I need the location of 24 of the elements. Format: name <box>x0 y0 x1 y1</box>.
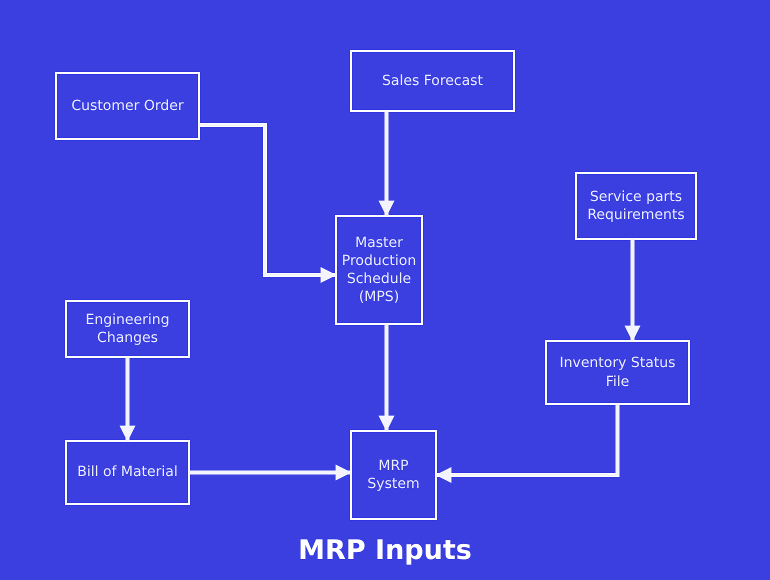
process-box <box>545 340 690 405</box>
box-label: Sales Forecast <box>382 72 483 90</box>
process-box <box>350 50 515 112</box>
process-box <box>65 440 190 505</box>
process-box <box>575 172 697 240</box>
arrow <box>378 325 394 432</box>
arrow <box>190 464 352 480</box>
box-label: Inventory Status File <box>558 354 676 391</box>
box-label: Bill of Material <box>77 463 178 482</box>
arrow <box>120 358 136 442</box>
process-box <box>55 72 200 140</box>
box-label: Service parts Requirements <box>586 188 686 224</box>
arrow <box>624 240 640 342</box>
box-label: Customer Order <box>71 96 184 116</box>
box-label: MRP System <box>366 456 421 494</box>
process-box <box>350 430 437 520</box>
box-label: Master Production Schedule (MPS) <box>341 234 417 306</box>
arrow <box>200 123 337 283</box>
arrow <box>435 405 620 483</box>
process-box <box>335 215 423 325</box>
title: MRP Inputs <box>298 535 472 566</box>
arrow <box>378 112 394 217</box>
process-box <box>65 300 190 358</box>
box-label: Engineering Changes <box>84 310 170 348</box>
